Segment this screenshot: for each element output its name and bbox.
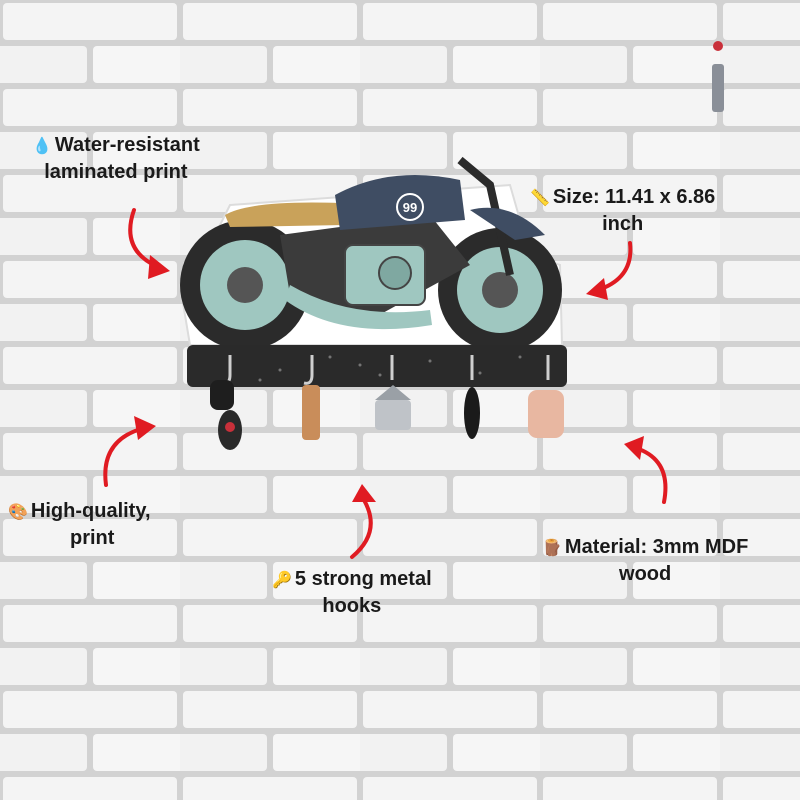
water-drop-icon: 💧 — [32, 138, 52, 155]
ruler-icon: 📏 — [530, 190, 550, 207]
arrow-material — [624, 436, 668, 504]
hook-5 — [528, 355, 564, 438]
brand-logo — [712, 41, 724, 112]
hook-1 — [210, 355, 242, 450]
arrow-water-resistant — [128, 208, 170, 279]
hook-2 — [302, 355, 320, 440]
hook-4 — [464, 355, 480, 439]
feature-size: 📏Size: 11.41 x 6.86 inch — [530, 186, 716, 235]
feature-hooks: 🔑5 strong metal hooks — [272, 568, 432, 617]
palette-icon: 🎨 — [8, 504, 28, 521]
arrow-size — [586, 241, 633, 300]
feature-material: 🪵Material: 3mm MDF wood — [542, 536, 749, 585]
bike-number: 99 — [403, 200, 417, 215]
feature-water-resistant: 💧Water-resistant laminated print — [32, 134, 200, 183]
hook-board — [187, 345, 567, 387]
hook-3 — [375, 355, 411, 430]
arrow-print-quality — [103, 416, 156, 487]
key-icon: 🔑 — [272, 572, 292, 589]
motorcycle-key-holder: 99 — [178, 156, 567, 450]
arrow-hooks — [350, 484, 376, 559]
feature-print-quality: 🎨High-quality, print — [8, 500, 151, 549]
wood-log-icon: 🪵 — [542, 540, 562, 557]
